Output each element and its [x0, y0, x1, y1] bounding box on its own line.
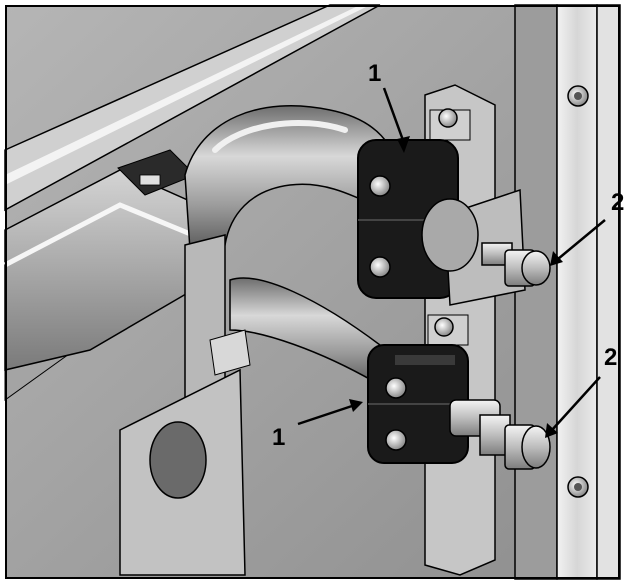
leader-arrow-2-bottom [545, 376, 601, 438]
side-post [514, 4, 558, 580]
pipe-clamp-lower [367, 344, 469, 464]
bracket-tab [209, 329, 251, 376]
fitting-body-upper [421, 198, 479, 272]
leader-arrow-1-top [382, 87, 410, 153]
side-rail-edge [596, 4, 621, 580]
frame-bar-highlight [5, 5, 370, 185]
connection-nut-upper [504, 249, 551, 287]
callout-label-1-top: 1 [368, 60, 382, 87]
connection-nut-lower [504, 424, 551, 470]
pipe-highlight [212, 119, 348, 153]
callout-label-2-bottom: 2 [604, 344, 618, 371]
rail-screw-top [567, 85, 589, 107]
clamp-bolt-upper [438, 108, 458, 128]
callout-label-2-top: 2 [611, 189, 625, 216]
tie-label [139, 174, 161, 186]
leader-arrow-2-top [550, 219, 606, 266]
callout-label-1-bottom: 1 [272, 424, 286, 451]
leader-arrow-1-bottom [297, 399, 363, 426]
clamp-bolt-lower [434, 317, 454, 337]
tube-edge-highlight [3, 202, 206, 268]
bracket-hole [149, 421, 207, 499]
rail-screw-bottom [567, 476, 589, 498]
